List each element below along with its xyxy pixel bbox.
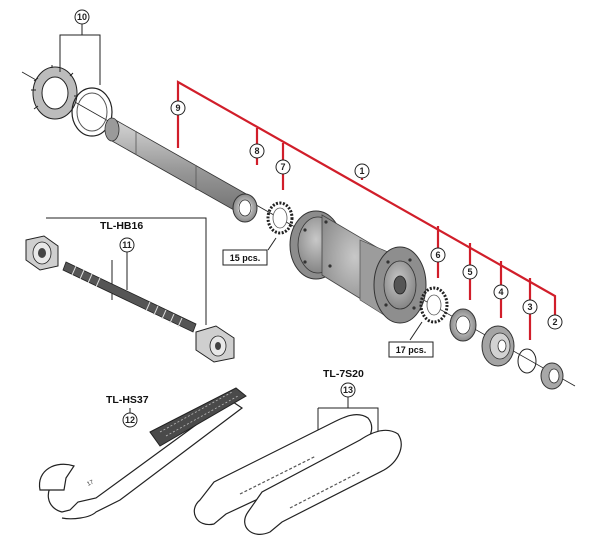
svg-text:17: 17 — [86, 479, 95, 488]
threaded-rod — [62, 261, 197, 333]
quantity-box-17: 17 pcs. — [388, 341, 434, 358]
black-leader-lines — [46, 23, 423, 440]
tl-hb16-tool — [25, 235, 235, 363]
svg-text:8: 8 — [254, 146, 259, 156]
svg-text:15 pcs.: 15 pcs. — [230, 253, 261, 263]
tool-label-tl-7s20: TL-7S20 — [323, 368, 364, 380]
hub-body-part — [289, 210, 427, 324]
seal-ring-part — [517, 348, 537, 374]
lock-nut-part — [540, 362, 564, 390]
svg-text:17 pcs.: 17 pcs. — [396, 345, 427, 355]
callout-1: 1 — [354, 163, 370, 179]
callout-11: 11 — [119, 237, 135, 253]
svg-text:9: 9 — [175, 103, 180, 113]
tool-label-tl-hb16: TL-HB16 — [100, 220, 143, 232]
callout-10: 10 — [74, 9, 90, 25]
callout-5: 5 — [462, 264, 478, 280]
hub-axle-part — [104, 117, 255, 219]
callout-4: 4 — [493, 284, 509, 300]
tl-hs37-spanner: 17 — [38, 387, 247, 520]
callout-9: 9 — [170, 100, 186, 116]
callout-2: 2 — [547, 314, 563, 330]
lock-ring-washer-part — [71, 87, 113, 137]
callout-6: 6 — [430, 247, 446, 263]
svg-text:3: 3 — [527, 302, 532, 312]
svg-text:13: 13 — [343, 385, 353, 395]
callout-13: 13 — [340, 382, 356, 398]
right-hub-nut — [195, 325, 235, 363]
cone-part — [481, 325, 515, 367]
svg-text:6: 6 — [435, 250, 440, 260]
tool-label-tl-hs37: TL-HS37 — [106, 394, 149, 406]
lock-ring-part — [31, 65, 78, 120]
left-hub-nut — [25, 235, 59, 271]
callout-7: 7 — [275, 159, 291, 175]
svg-text:4: 4 — [498, 287, 503, 297]
svg-text:10: 10 — [77, 12, 87, 22]
quantity-box-15: 15 pcs. — [222, 249, 268, 266]
svg-text:11: 11 — [122, 240, 132, 250]
svg-text:12: 12 — [125, 415, 135, 425]
left-bearing-retainer-part — [266, 201, 294, 235]
right-bearing-retainer-part — [419, 286, 449, 324]
svg-text:2: 2 — [552, 317, 557, 327]
svg-text:1: 1 — [359, 166, 364, 176]
callout-8: 8 — [249, 143, 265, 159]
callout-3: 3 — [522, 299, 538, 315]
tl-7s20-spanners — [193, 414, 402, 535]
callout-12: 12 — [122, 412, 138, 428]
svg-text:7: 7 — [280, 162, 285, 172]
axle-washer-part — [232, 193, 258, 223]
right-dust-cap-part — [449, 308, 477, 342]
svg-text:5: 5 — [467, 267, 472, 277]
